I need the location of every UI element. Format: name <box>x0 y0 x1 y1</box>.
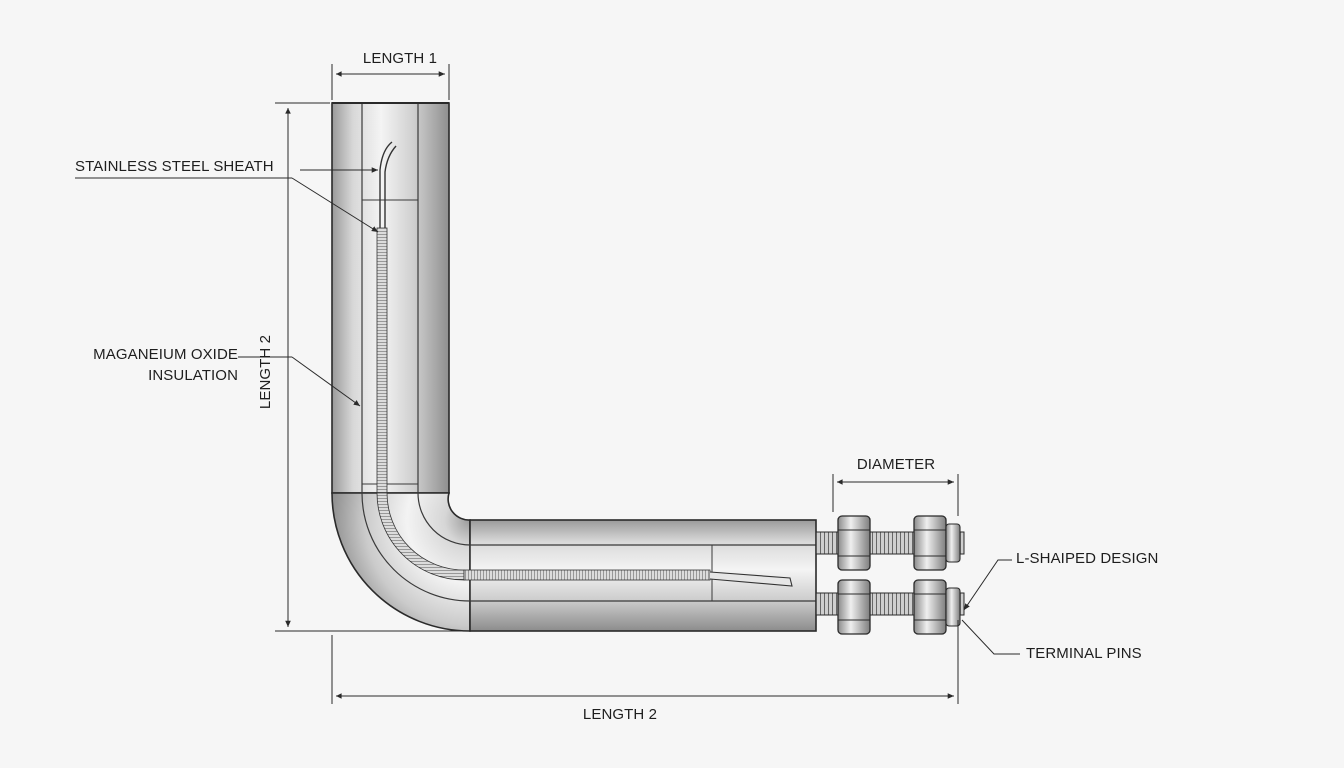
diameter-label: DIAMETER <box>856 456 936 473</box>
insulation-label-line1: MAGANEIUM OXIDE <box>93 346 238 363</box>
length-2-horizontal-label: LENGTH 2 <box>582 706 658 723</box>
tube-body <box>331 102 817 632</box>
l-shaped-design-label: L-SHAIPED DESIGN <box>1016 550 1159 567</box>
terminal-pins-label: TERMINAL PINS <box>1026 645 1142 662</box>
nut-upper-right <box>913 515 947 571</box>
dimension-lines <box>75 64 1020 704</box>
nut-lower-left <box>837 579 871 635</box>
heating-coil <box>376 141 793 587</box>
terminal-pins <box>815 515 965 635</box>
insulation-label-line2: INSULATION <box>148 367 238 384</box>
length-2-vertical-label: LENGTH 2 <box>257 334 274 410</box>
length-1-label: LENGTH 1 <box>362 50 438 67</box>
nut-lower-right <box>913 579 947 635</box>
sheath-label: STAINLESS STEEL SHEATH <box>75 158 274 175</box>
nut-upper-left <box>837 515 871 571</box>
